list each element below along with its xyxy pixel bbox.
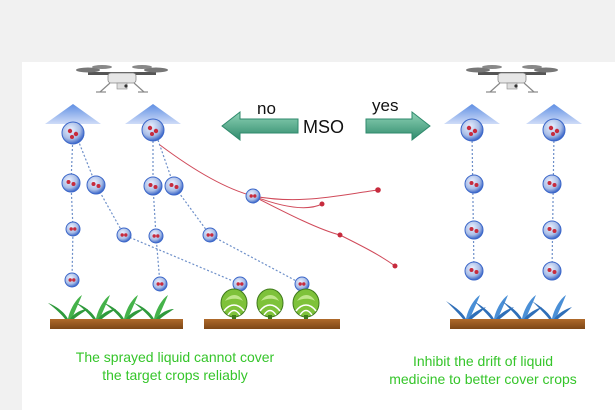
caption-left: The sprayed liquid cannot cover the targ…	[30, 348, 320, 384]
droplet-icon	[148, 228, 164, 244]
droplet-icon	[64, 272, 80, 288]
droplet-icon	[460, 118, 484, 142]
caption-left-line-1: The sprayed liquid cannot cover	[75, 349, 275, 365]
droplet-icon	[141, 118, 165, 142]
drift-particle	[375, 187, 381, 193]
drift-particle	[319, 201, 325, 207]
caption-right-line-2: medicine to better cover crops	[389, 371, 577, 387]
grass-icon	[502, 295, 542, 319]
trajectory	[159, 144, 379, 201]
soil-strip	[450, 319, 585, 329]
grass-icon	[532, 295, 572, 319]
droplet-path	[70, 132, 74, 281]
droplet-icon	[464, 261, 484, 281]
trajectory	[252, 195, 396, 267]
left-background-band	[0, 62, 22, 410]
droplet-icon	[245, 188, 261, 204]
droplet-path	[551, 132, 555, 273]
soil-strip	[50, 319, 183, 329]
mso-label: MSO	[303, 117, 344, 137]
droplet-icon	[542, 220, 562, 240]
arrow-right-icon	[365, 110, 431, 142]
droplet-icon	[464, 174, 484, 194]
droplet-icon	[143, 176, 163, 196]
spray-cone-icon	[45, 104, 101, 124]
grass-icon	[104, 295, 144, 319]
trajectory	[252, 195, 323, 209]
droplet-icon	[152, 276, 168, 292]
drift-particle	[392, 263, 398, 269]
vertical-paths	[471, 132, 555, 273]
droplet-icon	[202, 227, 218, 243]
soil-strip	[204, 319, 340, 329]
droplet-icon	[86, 175, 106, 195]
arrow-left-icon	[221, 110, 299, 142]
droplet-path	[152, 133, 161, 285]
drone-icon	[465, 64, 559, 93]
droplet-icon	[116, 227, 132, 243]
yes-label: yes	[372, 96, 398, 115]
droplet-icon	[542, 174, 562, 194]
crop-plant-icon	[256, 288, 284, 320]
droplet-path	[471, 132, 475, 273]
no-label: no	[257, 99, 276, 118]
drift-paths	[70, 132, 303, 285]
caption-right: Inhibit the drift of liquid medicine to …	[352, 352, 614, 388]
droplet-path	[157, 139, 303, 285]
droplet-icon	[542, 261, 562, 281]
top-background-band	[0, 0, 615, 62]
caption-right-line-1: Inhibit the drift of liquid	[412, 353, 554, 369]
drone-icon	[75, 64, 169, 93]
crop-plant-icon	[220, 288, 248, 320]
droplet-path	[77, 139, 241, 285]
drift-trajectories	[159, 144, 396, 267]
droplet-icon	[164, 176, 184, 196]
droplet-icon	[464, 220, 484, 240]
caption-left-line-2: the target crops reliably	[102, 367, 248, 383]
drift-particle	[337, 232, 343, 238]
droplet-icon	[61, 173, 81, 193]
grass-icon	[134, 295, 174, 319]
droplet-icon	[65, 221, 81, 237]
crop-plant-icon	[292, 288, 320, 320]
drift-particles	[319, 187, 398, 269]
droplet-icon	[61, 121, 85, 145]
droplet-icon	[542, 118, 566, 142]
